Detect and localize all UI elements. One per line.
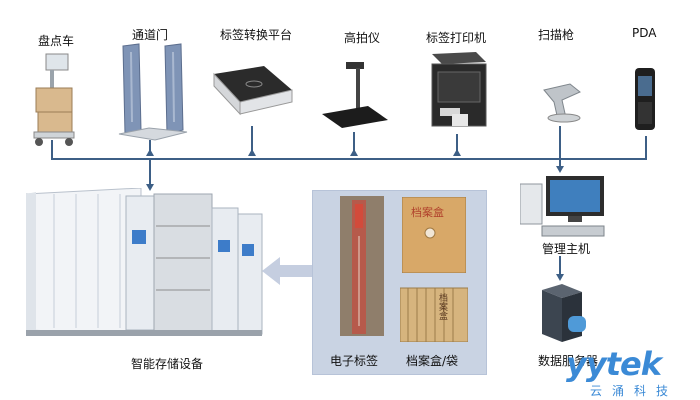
connector-tag-platform (251, 126, 253, 152)
electronic-tag-image (340, 196, 384, 336)
management-host-icon (520, 176, 605, 237)
arrow-to-server (556, 274, 564, 281)
panel-label-electronic-tag: 电子标签 (330, 354, 379, 368)
device-label-inventory-cart: 盘点车 (38, 34, 75, 48)
connector-document-camera (353, 132, 355, 152)
connector-scanner (559, 126, 561, 168)
panel-to-storage-arrow (262, 257, 312, 285)
connector-rfid-to-storage (149, 158, 151, 186)
data-server-icon (542, 284, 586, 342)
archive-box-front-image (402, 197, 466, 273)
arrow-tag-platform (248, 149, 256, 156)
connector-rfid-gate (149, 140, 151, 152)
device-bus-line (51, 158, 647, 160)
archive-box-text-front: 档案盒 (411, 206, 444, 219)
management-host-label: 管理主机 (542, 242, 591, 256)
document-camera-icon (322, 62, 388, 128)
connector-pda (645, 136, 647, 158)
device-label-document-camera: 高拍仪 (344, 31, 381, 45)
inventory-cart-icon (33, 53, 75, 146)
barcode-scanner-icon (543, 83, 581, 123)
device-label-pda: PDA (632, 26, 657, 40)
device-label-tag-platform: 标签转换平台 (220, 28, 293, 42)
arrow-document-camera (350, 149, 358, 156)
arrow-to-storage (146, 184, 154, 191)
connector-inventory-cart (51, 140, 53, 158)
arrow-rfid-gate (146, 149, 154, 156)
device-label-rfid-gate: 通道门 (132, 28, 169, 42)
archive-box-text-stack: 档案盒 (437, 293, 447, 320)
brand-logo-text: yytek (566, 345, 662, 383)
label-printer-icon (431, 52, 487, 127)
device-label-label-printer: 标签打印机 (426, 31, 487, 45)
rfid-gate-icon (118, 43, 188, 141)
brand-subtitle: 云涌科技 (590, 384, 679, 398)
storage-label: 智能存储设备 (131, 357, 204, 371)
arrow-to-host (556, 166, 564, 173)
data-server-label: 数据服务器 (538, 354, 599, 368)
pda-icon (635, 68, 655, 130)
device-label-scanner: 扫描枪 (538, 28, 575, 42)
connector-label-printer (456, 134, 458, 152)
connector-host-to-server (559, 256, 561, 276)
arrow-label-printer (453, 149, 461, 156)
archive-box-stack-image (400, 287, 468, 342)
smart-storage-shelving-icon (26, 188, 263, 336)
tag-conversion-platform-icon (213, 66, 293, 116)
panel-label-archive-box: 档案盒/袋 (406, 354, 459, 368)
